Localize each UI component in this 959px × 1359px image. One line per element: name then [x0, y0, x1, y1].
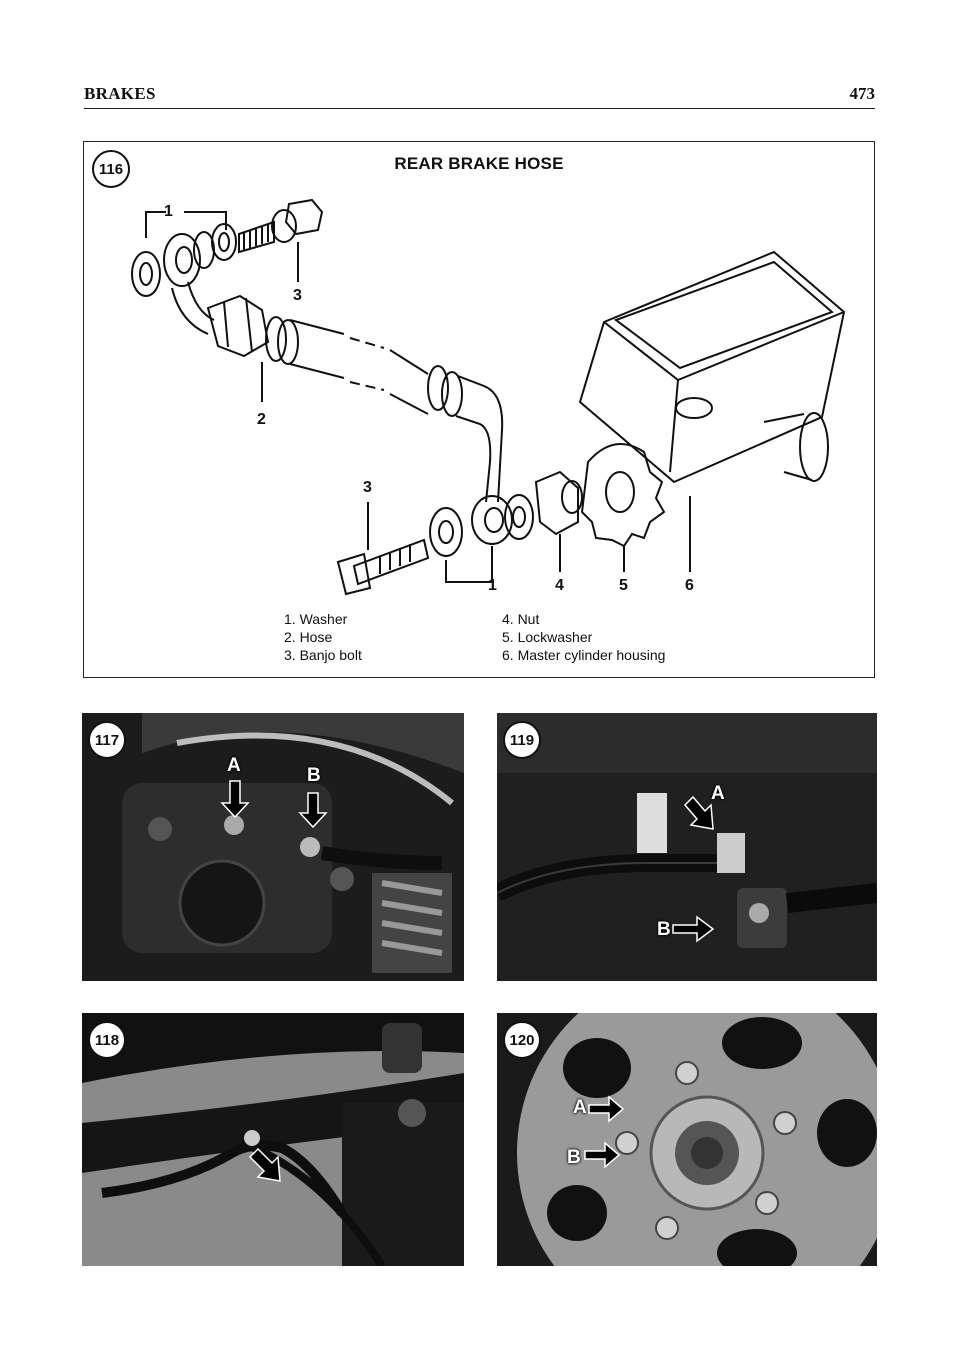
legend-item: 2. Hose	[284, 629, 333, 645]
legend-item: 3. Banjo bolt	[284, 647, 362, 663]
callout-3-top: 3	[293, 287, 302, 304]
page-header: BRAKES 473	[84, 80, 875, 109]
arrow-label-b: B	[307, 765, 321, 786]
arrow-label-a: A	[573, 1097, 587, 1118]
legend-item: 6. Master cylinder housing	[502, 647, 666, 663]
figure-number-badge: 118	[88, 1021, 126, 1059]
hose-routing-photo	[82, 1013, 464, 1266]
diagram-title: REAR BRAKE HOSE	[394, 154, 564, 173]
brake-disc-photo	[497, 1013, 877, 1266]
figure-number-badge: 119	[503, 721, 541, 759]
legend-item: 1. Washer	[284, 611, 348, 627]
figure-116-diagram: 116 REAR BRAKE HOSE	[83, 141, 875, 678]
callout-2: 2	[257, 411, 266, 428]
caliper-photo	[82, 713, 464, 981]
arrow-label-a: A	[227, 755, 241, 776]
callout-4: 4	[555, 577, 564, 594]
figure-number-badge: 120	[503, 1021, 541, 1059]
arrow-label-a: A	[711, 783, 725, 804]
callout-3-bottom: 3	[363, 479, 372, 496]
section-title: BRAKES	[84, 84, 156, 103]
figure-number-badge: 117	[88, 721, 126, 759]
figure-number-badge: 116	[92, 150, 130, 188]
photo-120: 120 A B	[497, 1013, 877, 1266]
photo-118: 118	[82, 1013, 464, 1266]
legend-left: 1. Washer 2. Hose 3. Banjo bolt	[284, 610, 362, 664]
arrow-label-b: B	[567, 1147, 581, 1168]
legend-right: 4. Nut 5. Lockwasher 6. Master cylinder …	[502, 610, 665, 664]
callout-6: 6	[685, 577, 694, 594]
legend-item: 4. Nut	[502, 611, 540, 627]
master-cylinder-photo	[497, 713, 877, 981]
page-number: 473	[849, 84, 876, 103]
callout-1-top: 1	[164, 203, 173, 220]
arrow-label-b: B	[657, 919, 671, 940]
callout-1-bottom: 1	[488, 577, 497, 594]
legend-item: 5. Lockwasher	[502, 629, 593, 645]
exploded-view-drawing: 1 3 2 3 1 4 5 6	[131, 198, 846, 596]
photo-119: 119 A B	[497, 713, 877, 981]
photo-117: 117 A B	[82, 713, 464, 981]
callout-5: 5	[619, 577, 628, 594]
